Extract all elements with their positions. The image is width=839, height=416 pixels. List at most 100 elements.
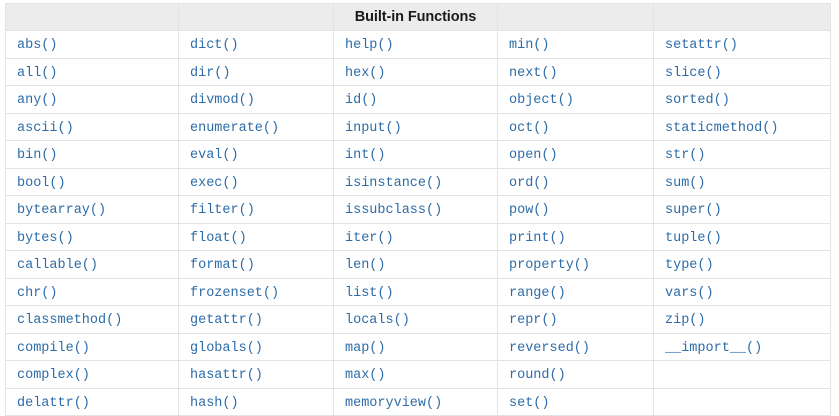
function-link[interactable]: sorted(): [665, 93, 730, 109]
function-link[interactable]: classmethod(): [17, 313, 123, 329]
function-link[interactable]: hash(): [190, 395, 239, 411]
table-cell: repr(): [497, 305, 654, 334]
function-link[interactable]: filter(): [190, 203, 255, 219]
function-link[interactable]: getattr(): [190, 313, 263, 329]
function-link[interactable]: delattr(): [17, 395, 90, 411]
function-link[interactable]: pow(): [509, 203, 550, 219]
function-link[interactable]: eval(): [190, 148, 239, 164]
function-link[interactable]: list(): [345, 285, 394, 301]
table-row: any() divmod() id() object() sorted(): [5, 85, 831, 114]
function-link[interactable]: round(): [509, 368, 566, 384]
function-link[interactable]: range(): [509, 285, 566, 301]
function-link[interactable]: vars(): [665, 285, 714, 301]
table-cell: compile(): [5, 332, 179, 361]
function-link[interactable]: exec(): [190, 175, 239, 191]
function-link[interactable]: enumerate(): [190, 120, 280, 136]
function-link[interactable]: compile(): [17, 340, 90, 356]
function-link[interactable]: map(): [345, 340, 386, 356]
table-row: callable() format() len() property() type(): [5, 250, 831, 279]
table-cell: float(): [178, 222, 334, 251]
function-link[interactable]: property(): [509, 258, 591, 274]
function-link[interactable]: format(): [190, 258, 255, 274]
table-body: abs() dict() help() min() setattr() all() dir(…: [5, 30, 831, 416]
table-cell: complex(): [5, 360, 179, 389]
table-cell: classmethod(): [5, 305, 179, 334]
function-link[interactable]: iter(): [345, 230, 394, 246]
function-link[interactable]: issubclass(): [345, 203, 443, 219]
table-cell: str(): [653, 140, 831, 169]
function-link[interactable]: type(): [665, 258, 714, 274]
function-link[interactable]: setattr(): [665, 38, 738, 54]
function-link[interactable]: super(): [665, 203, 722, 219]
function-link[interactable]: all(): [17, 65, 58, 81]
function-link[interactable]: bool(): [17, 175, 66, 191]
table-cell: bytes(): [5, 222, 179, 251]
function-link[interactable]: slice(): [665, 65, 722, 81]
function-link[interactable]: print(): [509, 230, 566, 246]
function-link[interactable]: ord(): [509, 175, 550, 191]
function-link[interactable]: bytes(): [17, 230, 74, 246]
function-link[interactable]: complex(): [17, 368, 90, 384]
function-link[interactable]: abs(): [17, 38, 58, 54]
function-link[interactable]: tuple(): [665, 230, 722, 246]
table-row: ascii() enumerate() input() oct() staticmeth…: [5, 112, 831, 141]
table-row: abs() dict() help() min() setattr(): [5, 30, 831, 59]
function-link[interactable]: ascii(): [17, 120, 74, 136]
function-link[interactable]: memoryview(): [345, 395, 443, 411]
function-link[interactable]: locals(): [345, 313, 410, 329]
table-cell: type(): [653, 250, 831, 279]
function-link[interactable]: staticmethod(): [665, 120, 779, 136]
table-cell: iter(): [333, 222, 498, 251]
table-cell: id(): [333, 85, 498, 114]
function-link[interactable]: str(): [665, 148, 706, 164]
function-link[interactable]: len(): [345, 258, 386, 274]
table-cell: input(): [333, 112, 498, 141]
function-link[interactable]: max(): [345, 368, 386, 384]
table-cell: bin(): [5, 140, 179, 169]
function-link[interactable]: globals(): [190, 340, 263, 356]
function-link[interactable]: dict(): [190, 38, 239, 54]
function-link[interactable]: callable(): [17, 258, 99, 274]
table-cell: min(): [497, 30, 654, 59]
function-link[interactable]: zip(): [665, 313, 706, 329]
function-link[interactable]: hasattr(): [190, 368, 263, 384]
function-link[interactable]: id(): [345, 93, 378, 109]
function-link[interactable]: chr(): [17, 285, 58, 301]
function-link[interactable]: input(): [345, 120, 402, 136]
function-link[interactable]: hex(): [345, 65, 386, 81]
function-link[interactable]: frozenset(): [190, 285, 280, 301]
function-link[interactable]: set(): [509, 395, 550, 411]
header-cell-blank-1: [5, 3, 179, 31]
table-cell: help(): [333, 30, 498, 59]
function-link[interactable]: next(): [509, 65, 558, 81]
table-row: bool() exec() isinstance() ord() sum(): [5, 167, 831, 196]
table-cell: pow(): [497, 195, 654, 224]
function-link[interactable]: isinstance(): [345, 175, 443, 191]
function-link[interactable]: object(): [509, 93, 574, 109]
function-link[interactable]: sum(): [665, 175, 706, 191]
function-link[interactable]: reversed(): [509, 340, 591, 356]
table-cell: set(): [497, 387, 654, 416]
function-link[interactable]: __import__(): [665, 340, 763, 356]
function-link[interactable]: open(): [509, 148, 558, 164]
table-cell: property(): [497, 250, 654, 279]
function-link[interactable]: dir(): [190, 65, 231, 81]
table-cell: object(): [497, 85, 654, 114]
function-link[interactable]: min(): [509, 38, 550, 54]
function-link[interactable]: int(): [345, 148, 386, 164]
table-cell: hex(): [333, 57, 498, 86]
table-row: complex() hasattr() max() round(): [5, 360, 831, 389]
function-link[interactable]: any(): [17, 93, 58, 109]
table-cell: map(): [333, 332, 498, 361]
function-link[interactable]: bin(): [17, 148, 58, 164]
function-link[interactable]: oct(): [509, 120, 550, 136]
table-cell: sorted(): [653, 85, 831, 114]
function-link[interactable]: bytearray(): [17, 203, 107, 219]
table-row: delattr() hash() memoryview() set(): [5, 387, 831, 416]
function-link[interactable]: divmod(): [190, 93, 255, 109]
table-cell: ascii(): [5, 112, 179, 141]
function-link[interactable]: help(): [345, 38, 394, 54]
table-cell: eval(): [178, 140, 334, 169]
function-link[interactable]: repr(): [509, 313, 558, 329]
function-link[interactable]: float(): [190, 230, 247, 246]
